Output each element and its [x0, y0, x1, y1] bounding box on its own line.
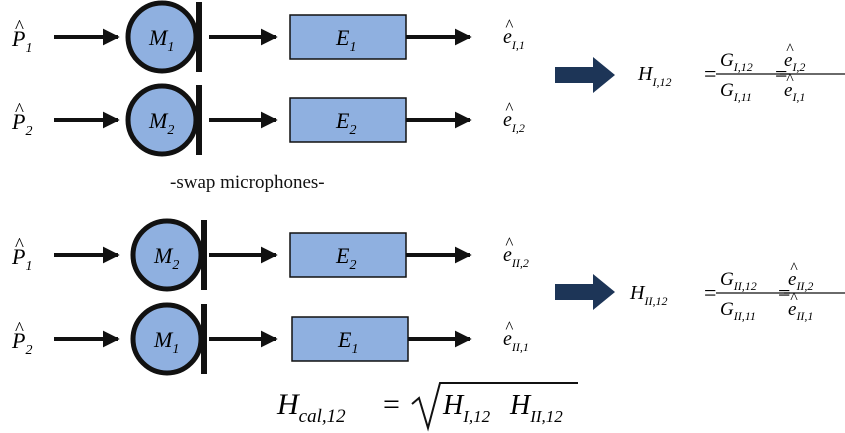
- input-pressure-label: P1: [11, 26, 32, 56]
- fraction-numerator-hat: ^: [786, 41, 794, 58]
- sqrt-symbol: [411, 382, 578, 432]
- input-pressure-label: P1: [11, 244, 32, 274]
- result-arrow-1: [555, 57, 615, 93]
- fraction-denominator: GII,11: [720, 299, 756, 323]
- output-signal-label-hat: ^: [505, 99, 513, 118]
- output-signal-label: eII,2: [503, 244, 529, 270]
- equals-sign: =: [704, 280, 716, 305]
- fraction-denominator: eII,1: [788, 299, 813, 323]
- result-arrow-2: [555, 274, 615, 310]
- input-pressure-label-hat: ^: [15, 16, 24, 37]
- equation-lhs: HII,12: [629, 282, 667, 308]
- fraction-numerator: GII,12: [720, 269, 757, 293]
- fraction-numerator-hat: ^: [790, 260, 798, 277]
- output-signal-label-hat: ^: [505, 234, 513, 253]
- fraction-numerator: GI,12: [720, 50, 753, 74]
- output-signal-label: eI,2: [503, 109, 525, 135]
- microphone-label: M1: [153, 327, 179, 357]
- output-signal-label: eII,1: [503, 328, 529, 354]
- input-pressure-label: P2: [11, 109, 32, 139]
- output-signal-label-hat: ^: [505, 16, 513, 35]
- input-pressure-label: P2: [11, 328, 32, 358]
- amplifier-label: E1: [335, 25, 356, 55]
- fraction-numerator: eI,2: [784, 50, 805, 74]
- signal-ratio-fraction: eII,2^eII,1^: [784, 260, 845, 323]
- radicand-first: HI,12: [442, 390, 491, 426]
- input-pressure-label-hat: ^: [15, 234, 24, 255]
- microphone-label: M2: [153, 243, 179, 273]
- swap-caption: -swap microphones-: [170, 172, 325, 193]
- fraction-denominator: GI,11: [720, 80, 752, 104]
- output-signal-label-hat: ^: [505, 318, 513, 337]
- fraction-denominator-hat: ^: [790, 290, 798, 307]
- signal-ratio-fraction: eI,2^eI,1^: [780, 41, 845, 104]
- input-pressure-label-hat: ^: [15, 99, 24, 120]
- equation-lhs: HI,12: [637, 63, 671, 89]
- equation-calibration: Hcal,12 = HI,12 HII,12: [276, 382, 578, 432]
- equals-sign: =: [704, 61, 716, 86]
- amplifier-label: E2: [335, 108, 356, 138]
- amplifier-box: [289, 97, 407, 143]
- amplifier-label: E2: [335, 243, 356, 273]
- fraction-denominator: eI,1: [784, 80, 805, 104]
- fraction-numerator: eII,2: [788, 269, 813, 293]
- equals-sign: =: [383, 388, 400, 421]
- microphone-label: M2: [148, 108, 174, 138]
- output-signal-label: eI,1: [503, 26, 525, 52]
- input-pressure-label-hat: ^: [15, 318, 24, 339]
- microphone-label: M1: [148, 25, 174, 55]
- radicand-second: HII,12: [509, 390, 563, 426]
- amplifier-label: E1: [337, 327, 358, 357]
- amplifier-box: [291, 316, 409, 362]
- fraction-denominator-hat: ^: [786, 71, 794, 88]
- calibration-lhs: Hcal,12: [276, 388, 346, 427]
